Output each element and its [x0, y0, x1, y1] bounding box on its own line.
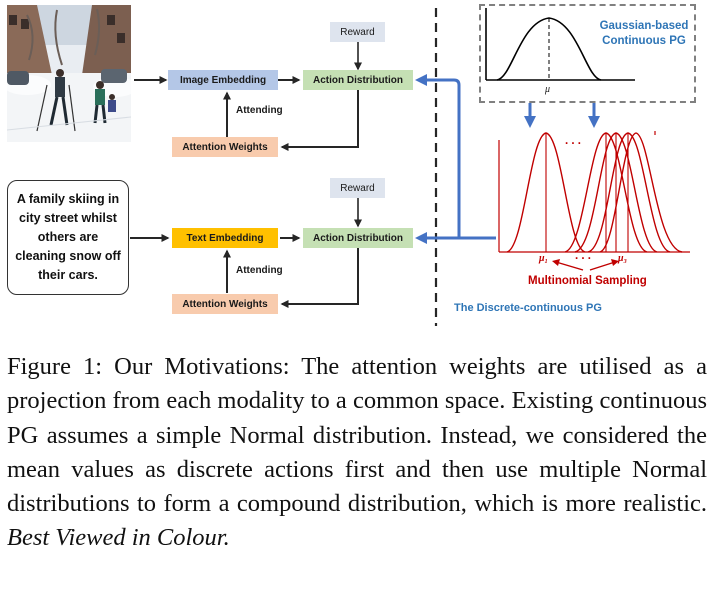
gaussian-panel-title: Gaussian-based Continuous PG — [599, 20, 689, 47]
discrete-curve-5 — [599, 132, 683, 253]
sampling-arrow-left — [555, 261, 584, 271]
action-distribution-box-top: Action Distribution — [303, 70, 413, 90]
attention-weights-box-bottom: Attention Weights — [172, 294, 278, 314]
dots-top: . . . — [565, 135, 581, 147]
figure-caption: Figure 1: Our Motivations: The attention… — [7, 350, 707, 556]
gaussian-panel — [479, 4, 696, 103]
figure: Image Embedding Action Distribution Rewa… — [7, 4, 696, 326]
dots-mid: . . . — [575, 250, 591, 262]
sampling-arrow-right — [589, 261, 616, 271]
mu1-label: μ₁ — [539, 253, 549, 264]
sampling-arrow-left-head — [552, 259, 560, 266]
caption-emphasis: Best Viewed in Colour. — [7, 524, 230, 552]
figure-connectors — [130, 8, 690, 326]
arrow-action-to-attention-bottom — [280, 248, 359, 308]
discrete-curve-4 — [587, 132, 671, 253]
attention-weights-box-top: Attention Weights — [172, 137, 278, 157]
arrow-action-to-attention-top — [280, 90, 359, 151]
reward-box-top: Reward — [330, 22, 385, 42]
sampling-arrow-right-head — [611, 259, 619, 266]
action-distribution-box-bottom: Action Distribution — [303, 228, 413, 248]
image-embedding-box: Image Embedding — [168, 70, 278, 90]
multinomial-sampling-label: Multinomial Sampling — [528, 275, 647, 287]
gaussian-mu-label: μ — [545, 84, 551, 95]
text-embedding-box: Text Embedding — [172, 228, 278, 248]
reward-box-bottom: Reward — [330, 178, 385, 198]
blue-arrow-to-top-action — [415, 74, 496, 240]
skiing-photo — [7, 5, 131, 142]
discrete-continuous-title: The Discrete-continuous PG — [454, 302, 602, 314]
caption-text: Figure 1: Our Motivations: The attention… — [7, 353, 707, 518]
mu3-label: μ₃ — [618, 253, 628, 264]
attending-label-top: Attending — [236, 105, 283, 116]
text-caption-box: A family skiing in city street whilst ot… — [7, 180, 129, 295]
attending-label-bottom: Attending — [236, 265, 283, 276]
